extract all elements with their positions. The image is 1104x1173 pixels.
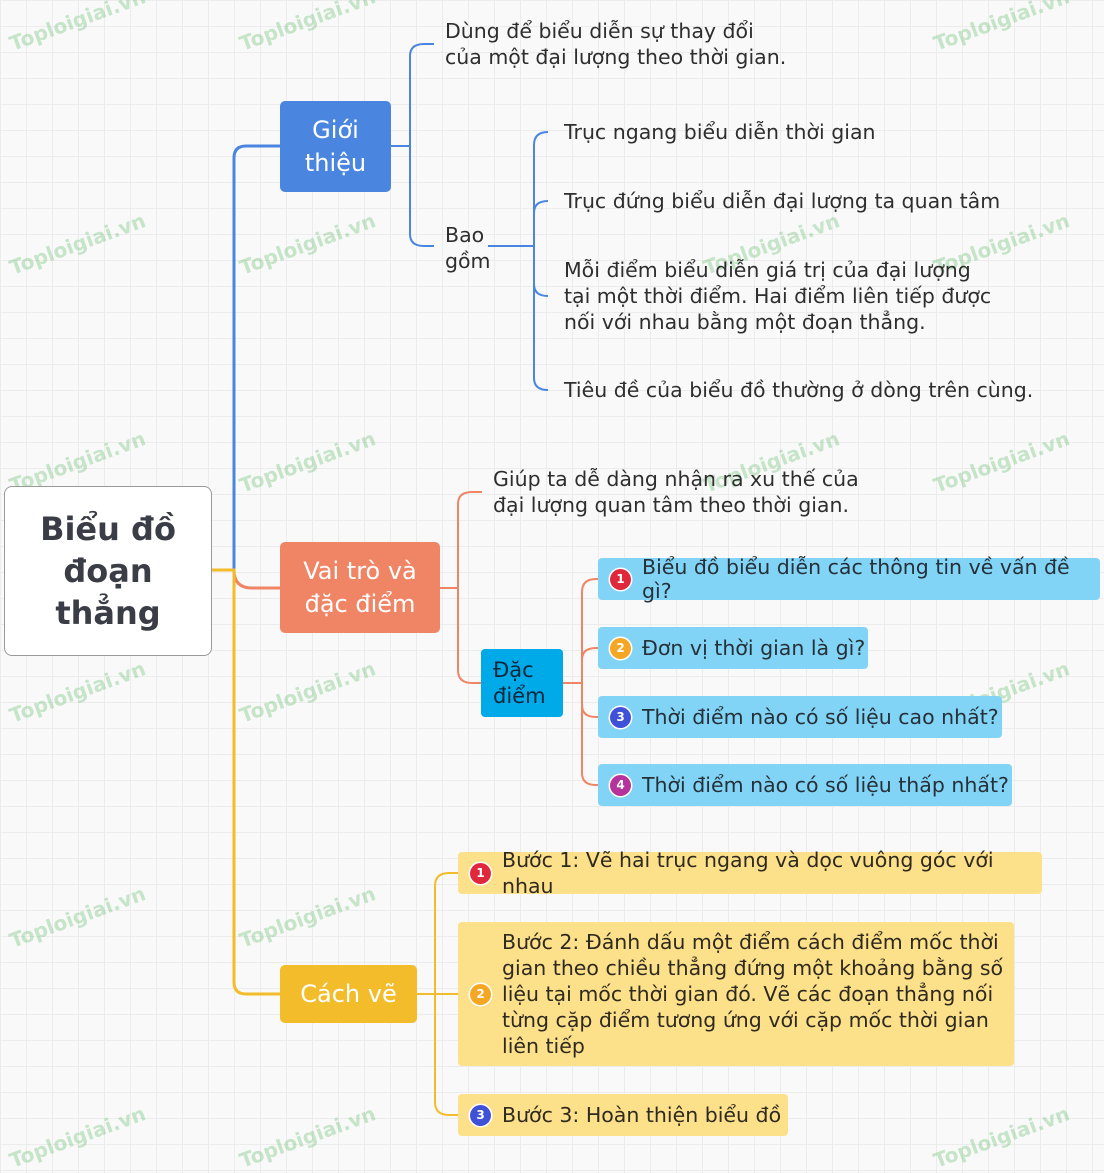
number-badge-4: 4 (610, 774, 631, 796)
role-purpose[interactable]: Giúp ta dễ dàng nhận ra xu thế của đại l… (493, 467, 859, 517)
connector-intro-includes (409, 146, 434, 247)
branch-intro[interactable]: Giới thiệu (280, 101, 391, 192)
connector-root-intro (212, 144, 280, 572)
features-node[interactable]: Đặc điểm (481, 649, 563, 717)
question-text: Thời điểm nào có số liệu thấp nhất? (642, 773, 1009, 797)
step-3[interactable]: 3 Bước 3: Hoàn thiện biểu đồ (458, 1094, 788, 1136)
connector-step-3 (434, 994, 458, 1116)
question-text: Thời điểm nào có số liệu cao nhất? (642, 705, 999, 729)
question-text: Biểu đồ biểu diễn các thông tin về vấn đ… (642, 555, 1070, 603)
connector-role-features (457, 588, 481, 684)
connector-step-1 (417, 872, 458, 995)
number-badge-1: 1 (470, 862, 491, 884)
connector-root-role (212, 568, 280, 590)
question-1[interactable]: 1 Biểu đồ biểu diễn các thông tin về vấn… (598, 555, 1100, 603)
includes-item-title[interactable]: Tiêu đề của biểu đồ thường ở dòng trên c… (564, 378, 1034, 402)
includes-item-vertical-axis[interactable]: Trục đứng biểu diễn đại lượng ta quan tâ… (564, 189, 1001, 213)
question-text: Đơn vị thời gian là gì? (642, 636, 866, 660)
intro-definition[interactable]: Dùng để biểu diễn sự thay đổi của một đạ… (445, 19, 787, 69)
question-4[interactable]: 4 Thời điểm nào có số liệu thấp nhất? (598, 764, 1012, 806)
connector-role-purpose (440, 491, 482, 589)
branch-role[interactable]: Vai trò và đặc điểm (280, 542, 440, 633)
number-badge-1: 1 (610, 568, 631, 590)
connector-feature-1 (563, 578, 598, 684)
number-badge-3: 3 (470, 1104, 491, 1126)
includes-item-horizontal-axis[interactable]: Trục ngang biểu diễn thời gian (564, 120, 876, 144)
connector-includes-1 (488, 131, 549, 247)
number-badge-3: 3 (610, 706, 631, 728)
number-badge-2: 2 (610, 637, 631, 659)
question-2[interactable]: 2 Đơn vị thời gian là gì? (598, 627, 868, 669)
question-3[interactable]: 3 Thời điểm nào có số liệu cao nhất? (598, 696, 1002, 738)
number-badge-2: 2 (470, 983, 491, 1005)
step-text: Bước 2: Đánh dấu một điểm cách điểm mốc … (502, 930, 1004, 1058)
step-2[interactable]: 2 Bước 2: Đánh dấu một điểm cách điểm mố… (458, 922, 1014, 1066)
connector-includes-2 (533, 200, 549, 246)
root-node[interactable]: Biểu đồ đoạn thẳng (4, 486, 212, 656)
connector-feature-2 (581, 647, 598, 683)
branch-draw[interactable]: Cách vẽ (280, 965, 417, 1023)
intro-includes-label[interactable]: Bao gồm (445, 223, 491, 273)
includes-item-points[interactable]: Mỗi điểm biểu diễn giá trị của đại lượng… (564, 258, 992, 334)
connector-includes-3 (533, 246, 549, 297)
step-text: Bước 1: Vẽ hai trục ngang và dọc vuông g… (502, 848, 994, 898)
connector-intro-definition (391, 43, 434, 147)
connector-feature-4 (581, 683, 598, 786)
step-1[interactable]: 1 Bước 1: Vẽ hai trục ngang và dọc vuông… (458, 848, 1042, 898)
connector-includes-4 (533, 246, 549, 391)
connector-root-draw (212, 568, 280, 996)
step-text: Bước 3: Hoàn thiện biểu đồ (502, 1103, 782, 1127)
connector-feature-3 (581, 683, 598, 718)
